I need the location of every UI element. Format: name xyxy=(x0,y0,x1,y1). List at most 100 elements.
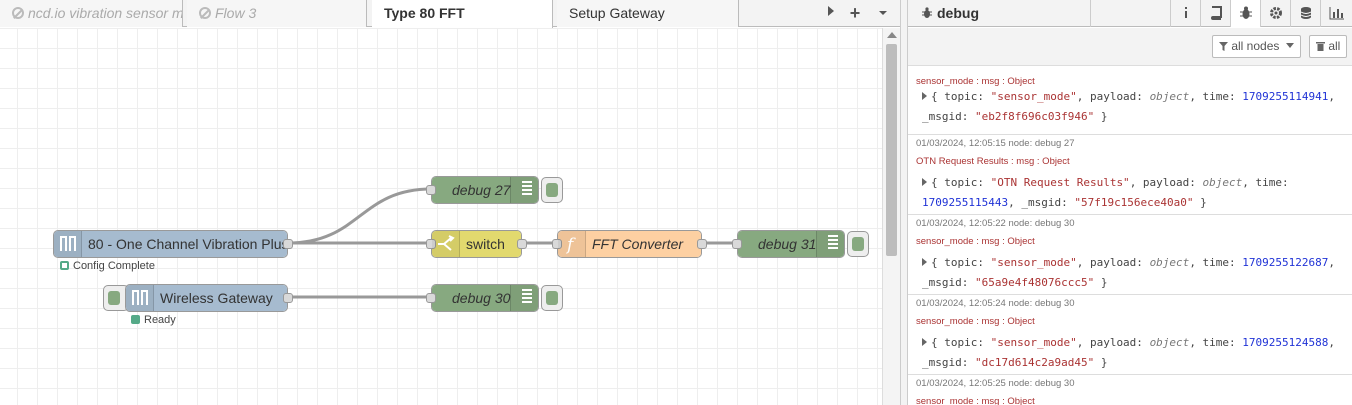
fft-converter-node[interactable]: f FFT Converter xyxy=(552,230,707,258)
clear-messages-button[interactable]: all xyxy=(1309,35,1348,58)
sidebar: debug all nod xyxy=(908,0,1352,405)
vibration-sensor-node[interactable]: 80 - One Channel Vibration Plus xyxy=(53,230,293,258)
output-port[interactable] xyxy=(697,239,707,249)
input-port[interactable] xyxy=(732,239,742,249)
output-port[interactable] xyxy=(517,239,527,249)
status-ring-icon xyxy=(60,261,69,270)
switch-icon xyxy=(432,231,460,257)
list-icon xyxy=(510,177,538,203)
message-body[interactable]: { topic: "sensor_mode", payload: object,… xyxy=(922,256,1336,289)
wireless-gateway-node[interactable]: Wireless Gateway xyxy=(125,284,293,312)
node-label: debug 31 xyxy=(758,236,817,252)
debug-toggle-button[interactable] xyxy=(847,231,869,257)
debug-tab[interactable] xyxy=(1230,0,1260,27)
workspace-tabbar: ncd.io vibration sensor me Flow 3 Type 8… xyxy=(0,0,900,28)
flow-canvas[interactable]: debug 27 80 - One Channel Vibration Plus… xyxy=(0,28,882,405)
tab-type-80-fft[interactable]: Type 80 FFT xyxy=(372,0,553,28)
wires xyxy=(287,187,737,299)
sidebar-spacer xyxy=(1090,0,1120,27)
chevron-down-icon xyxy=(1286,43,1295,48)
message-body[interactable]: { topic: "sensor_mode", payload: object,… xyxy=(922,90,1336,123)
message-body[interactable]: { topic: "sensor_mode", payload: object,… xyxy=(922,336,1336,369)
gear-icon xyxy=(1270,7,1282,19)
tab-ncd-vibration[interactable]: ncd.io vibration sensor me xyxy=(0,0,183,27)
scrollbar-thumb[interactable] xyxy=(886,44,897,256)
list-icon xyxy=(816,231,844,257)
tab-setup-gateway[interactable]: Setup Gateway xyxy=(557,0,739,27)
tab-label: Setup Gateway xyxy=(569,5,665,21)
gateway-inject-button[interactable] xyxy=(103,285,129,311)
tab-flow-3[interactable]: Flow 3 xyxy=(187,0,367,27)
debug-31-node[interactable]: debug 31 xyxy=(732,230,845,258)
scroll-up-icon[interactable] xyxy=(887,32,897,38)
disabled-icon xyxy=(12,7,24,19)
sensor-status: Config Complete xyxy=(60,260,155,272)
wireless-icon xyxy=(126,285,154,311)
expand-icon[interactable] xyxy=(922,338,927,346)
bar-chart-icon xyxy=(1329,7,1344,20)
dashboard-tab[interactable] xyxy=(1320,0,1350,27)
sidebar-tab-debug[interactable]: debug xyxy=(922,5,979,21)
help-tab[interactable] xyxy=(1200,0,1230,27)
settings-tab[interactable] xyxy=(1260,0,1290,27)
context-tab[interactable] xyxy=(1290,0,1320,27)
debug-message[interactable]: 01/03/2024, 12:05:22 node: debug 30 sens… xyxy=(908,215,1352,295)
message-topic: OTN Request Results : msg : Object xyxy=(916,156,1070,167)
output-port[interactable] xyxy=(283,293,293,303)
input-port[interactable] xyxy=(426,293,436,303)
wireless-icon xyxy=(54,231,82,257)
message-body[interactable]: { topic: "OTN Request Results", payload:… xyxy=(922,176,1289,209)
sidebar-splitter[interactable] xyxy=(900,0,908,405)
tab-scroll-right-icon[interactable] xyxy=(819,2,843,24)
tab-label: Type 80 FFT xyxy=(384,5,465,21)
debug-message[interactable]: 01/03/2024, 12:05:25 node: debug 30 sens… xyxy=(908,375,1352,405)
input-port[interactable] xyxy=(426,185,436,195)
message-meta: 01/03/2024, 12:05:15 node: debug 27 xyxy=(916,138,1075,149)
expand-icon[interactable] xyxy=(922,92,927,100)
node-label: FFT Converter xyxy=(592,236,684,252)
node-label: debug 30 xyxy=(452,290,511,306)
add-flow-icon[interactable]: + xyxy=(849,3,861,23)
debug-toggle-button[interactable] xyxy=(541,285,563,311)
status-text: Ready xyxy=(144,314,176,326)
input-port[interactable] xyxy=(552,239,562,249)
list-icon xyxy=(510,285,538,311)
debug-30-node[interactable]: debug 30 xyxy=(426,284,539,312)
tab-menu-chevron-down-icon[interactable] xyxy=(871,2,895,24)
bug-icon xyxy=(922,7,932,18)
switch-node[interactable]: switch xyxy=(426,230,527,258)
node-label: debug 27 xyxy=(452,182,511,198)
output-port[interactable] xyxy=(283,239,293,249)
database-icon xyxy=(1300,7,1312,19)
clear-label: all xyxy=(1328,39,1341,53)
canvas-scrollbar[interactable] xyxy=(882,28,900,405)
message-topic: sensor_mode : msg : Object xyxy=(916,76,1035,87)
message-topic: sensor_mode : msg : Object xyxy=(916,236,1035,247)
node-label: Wireless Gateway xyxy=(160,290,273,306)
info-tab[interactable] xyxy=(1170,0,1200,27)
debug-toggle-button[interactable] xyxy=(541,177,563,203)
node-label: 80 - One Channel Vibration Plus xyxy=(88,236,289,252)
filter-nodes-dropdown[interactable]: all nodes xyxy=(1212,35,1302,58)
tab-label: Flow 3 xyxy=(215,5,257,21)
expand-icon[interactable] xyxy=(922,178,927,186)
sidebar-title: debug xyxy=(937,5,979,21)
node-label: switch xyxy=(466,236,505,252)
debug-message-list[interactable]: sensor_mode : msg : Object { topic: "sen… xyxy=(908,67,1352,405)
function-icon: f xyxy=(558,231,586,257)
status-text: Config Complete xyxy=(73,260,155,272)
message-topic: sensor_mode : msg : Object xyxy=(916,316,1035,327)
debug-message[interactable]: sensor_mode : msg : Object { topic: "sen… xyxy=(908,67,1352,135)
expand-icon[interactable] xyxy=(922,258,927,266)
info-icon xyxy=(1185,7,1187,18)
trash-icon xyxy=(1316,42,1325,51)
status-dot-icon xyxy=(131,315,140,324)
filter-icon xyxy=(1219,42,1228,51)
debug-filter-bar: all nodes all xyxy=(908,28,1352,66)
debug-message[interactable]: 01/03/2024, 12:05:24 node: debug 30 sens… xyxy=(908,295,1352,375)
debug-27-node[interactable]: debug 27 xyxy=(426,176,539,204)
message-topic: sensor_mode : msg : Object xyxy=(916,396,1035,405)
debug-message[interactable]: 01/03/2024, 12:05:15 node: debug 27 OTN … xyxy=(908,135,1352,215)
input-port[interactable] xyxy=(426,239,436,249)
